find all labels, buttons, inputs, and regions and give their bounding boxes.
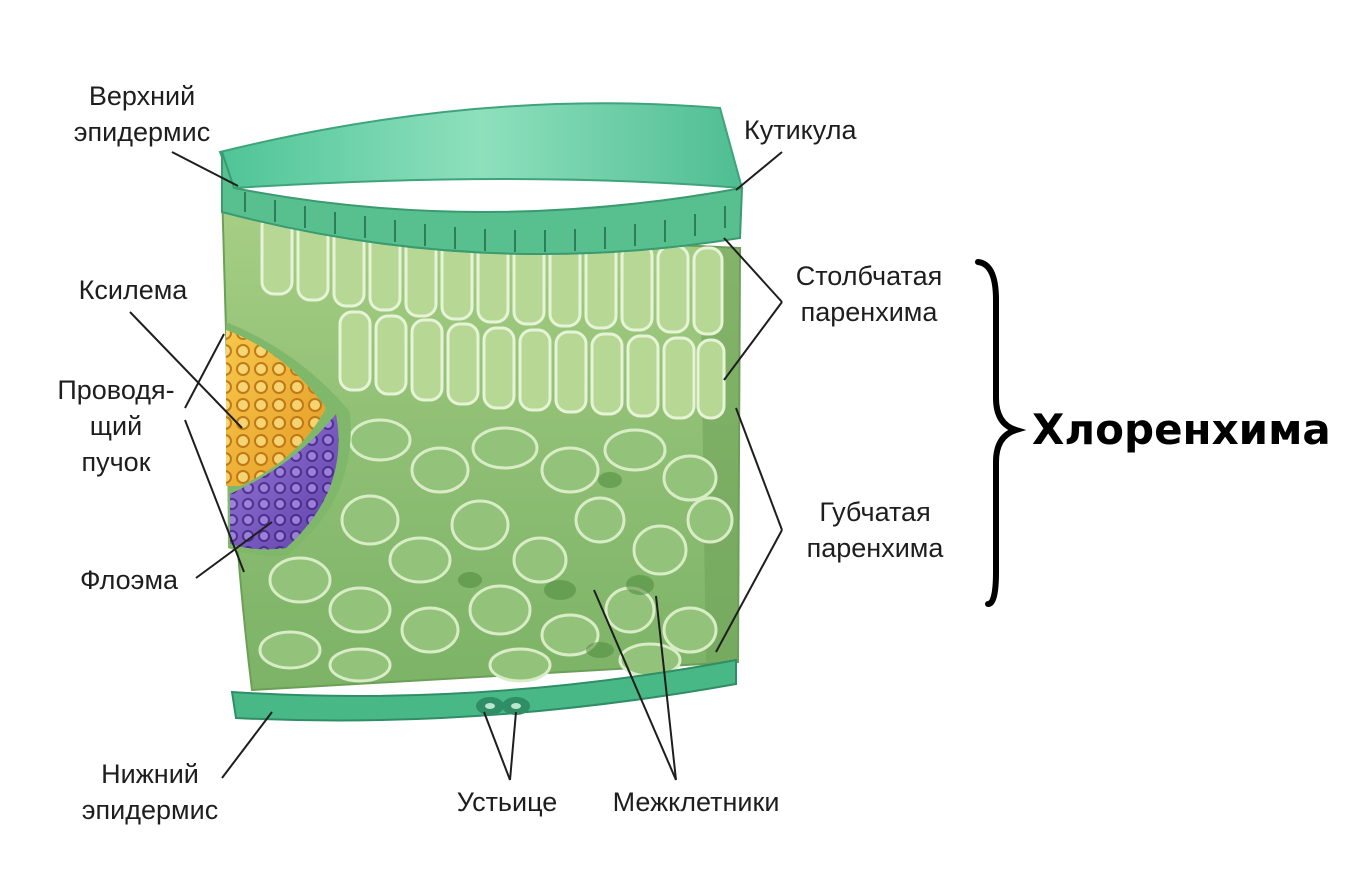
spongy-cells [258, 418, 734, 683]
label-spongy-line2: паренхима [806, 533, 944, 563]
palisade-cells [260, 212, 726, 420]
lower-epidermis [230, 658, 737, 722]
label-phloem: Флоэма [79, 565, 179, 595]
label-lower-epidermis: Нижний эпидермис [70, 756, 230, 828]
label-chlorenchyma: Хлоренхима [1032, 405, 1331, 454]
label-cuticle: Кутикула [744, 115, 857, 145]
phloem-cells [230, 414, 339, 550]
intercellular-spaces [458, 472, 654, 658]
label-spongy-line1: Губчатая [819, 497, 931, 527]
label-vascular-bundle-line1: Проводя- [57, 375, 175, 405]
label-upper-epidermis: Верхний эпидермис [62, 78, 222, 150]
label-spongy-parenchyma: Губчатая паренхима [790, 494, 960, 566]
upper-cuticle [218, 102, 744, 190]
label-xylem: Ксилема [78, 275, 188, 305]
label-lower-epidermis-line2: эпидермис [81, 795, 219, 825]
upper-epidermis [221, 151, 744, 256]
xylem-cells [226, 330, 326, 486]
label-upper-epidermis-line2: эпидермис [73, 117, 211, 147]
label-palisade-line1: Столбчатая [795, 261, 943, 291]
leader-lines [129, 151, 783, 781]
label-upper-epidermis-line1: Верхний [88, 81, 196, 111]
label-stoma: Устьице [456, 787, 558, 817]
epidermal-cells [244, 192, 726, 252]
chlorenchyma-brace [975, 259, 1027, 607]
label-intercellular-spaces: Межклетники [612, 787, 780, 817]
label-vascular-bundle-line2: щий [89, 411, 143, 441]
stoma [476, 697, 530, 715]
label-vascular-bundle: Проводя- щий пучок [40, 372, 192, 480]
label-lower-epidermis-line1: Нижний [101, 759, 199, 789]
label-palisade-parenchyma: Столбчатая паренхима [784, 258, 954, 330]
label-palisade-line2: паренхима [800, 297, 938, 327]
label-vascular-bundle-line3: пучок [81, 447, 151, 477]
